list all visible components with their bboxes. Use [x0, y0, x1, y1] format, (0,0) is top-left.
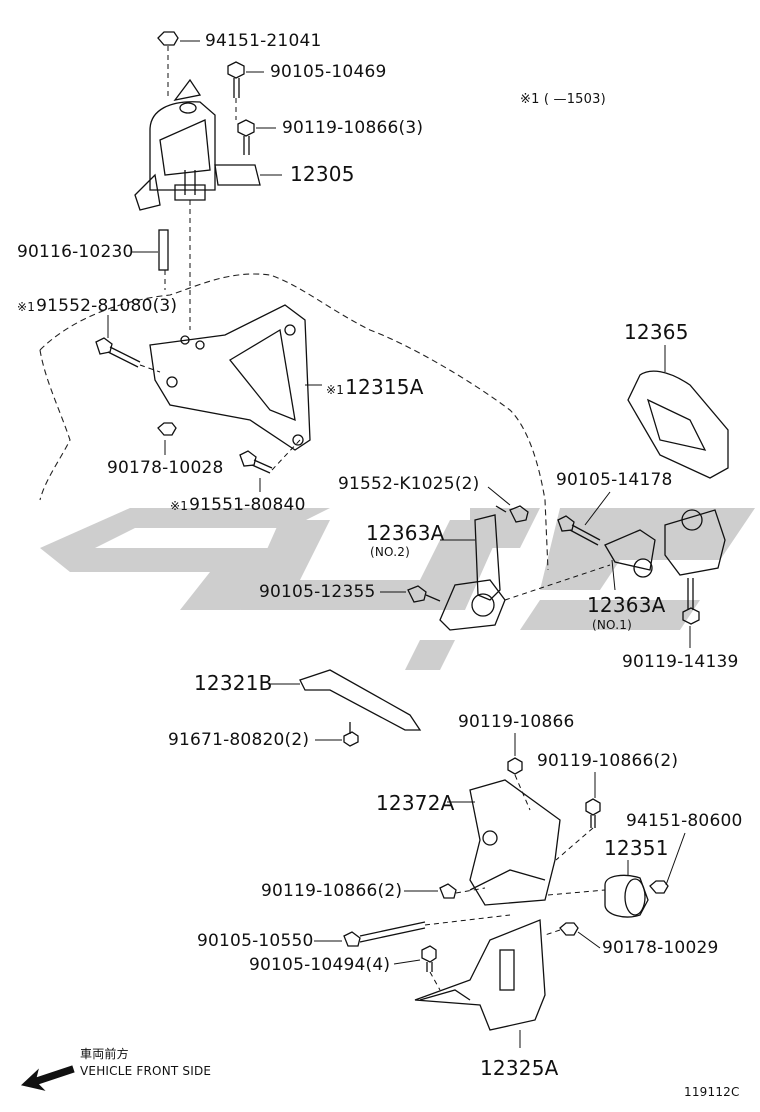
label-90105-14178: 90105-14178: [556, 470, 673, 490]
label-text: 91552-81080(3): [36, 296, 178, 316]
label-12363A-no2: 12363A: [366, 521, 445, 545]
label-94151-80600: 94151-80600: [626, 811, 743, 831]
alignment-dashes: [139, 46, 611, 991]
label-12321B: 12321B: [194, 671, 273, 695]
label-12305: 12305: [290, 162, 355, 186]
label-90105-10494-4: 90105-10494(4): [249, 955, 391, 975]
note-mark: ※1: [170, 499, 189, 513]
label-12315A: ※112315A: [326, 375, 424, 399]
vehicle-front-jp: 車両前方: [80, 1047, 129, 1061]
nut-90178-10029: [559, 922, 579, 936]
label-91552-81080-3: ※191552-81080(3): [17, 296, 177, 316]
label-no2: (NO.2): [370, 545, 410, 559]
nut-94151-80600: [649, 880, 669, 894]
label-text: 12315A: [345, 375, 424, 399]
bracket-12325A: [414, 919, 546, 1031]
bolt-91551-80840: [239, 450, 273, 474]
label-12365: 12365: [624, 320, 689, 344]
bracket-12372A: [469, 779, 561, 906]
bracket-12315A: [149, 304, 311, 451]
plate-12321B: [299, 669, 422, 731]
insulator-12351: [604, 874, 649, 918]
label-12363A-no1: 12363A: [587, 593, 666, 617]
label-90105-12355: 90105-12355: [259, 582, 376, 602]
label-91551-80840: ※191551-80840: [170, 495, 306, 515]
bolt-90105-10494-4: [421, 945, 437, 972]
bolt-90105-10469: [227, 61, 245, 98]
cover-12365: [627, 370, 729, 479]
label-90119-10866: 90119-10866: [458, 712, 575, 732]
vehicle-front-arrow-icon: [20, 1065, 75, 1091]
note-mark: ※1: [17, 300, 36, 314]
vehicle-front-label: VEHICLE FRONT SIDE: [80, 1064, 212, 1078]
watermark-logo: [40, 508, 755, 670]
label-94151-21041: 94151-21041: [205, 31, 322, 51]
label-90105-10550: 90105-10550: [197, 931, 314, 951]
note-1503: ※1 ( —1503): [520, 92, 606, 107]
label-90116-10230: 90116-10230: [17, 242, 134, 262]
note-mark: ※1: [326, 383, 345, 397]
label-91671-80820-2: 91671-80820(2): [168, 730, 310, 750]
nut-90178-10028: [157, 422, 177, 436]
engine-outline: [39, 273, 549, 571]
label-no1: (NO.1): [592, 618, 632, 632]
mount-12363A-no1: [604, 509, 726, 578]
bolt-91552-81080-3: [95, 337, 141, 368]
bolt-90119-10866-2a: [585, 798, 601, 828]
label-90119-10866-3: 90119-10866(3): [282, 118, 424, 138]
engine-mount-12305: [134, 78, 261, 211]
bolt-90105-12355: [407, 585, 441, 603]
bolt-90119-10866-3: [237, 119, 255, 155]
label-90178-10029: 90178-10029: [602, 938, 719, 958]
bolt-90105-14178: [557, 515, 601, 546]
label-text: 91551-80840: [189, 495, 306, 515]
label-12325A: 12325A: [480, 1056, 559, 1080]
bolt-91552-K1025-2: [495, 505, 529, 523]
figure-id: 119112C: [684, 1085, 740, 1099]
label-90119-10866-2b: 90119-10866(2): [261, 881, 403, 901]
bolt-90119-14139: [682, 578, 700, 625]
label-12351: 12351: [604, 836, 669, 860]
label-90178-10028: 90178-10028: [107, 458, 224, 478]
nut-94151-21041: [157, 31, 179, 46]
label-90119-14139: 90119-14139: [622, 652, 739, 672]
label-12372A: 12372A: [376, 791, 455, 815]
bolt-90119-10866-top: [507, 757, 523, 775]
label-90105-10469: 90105-10469: [270, 62, 387, 82]
bolt-91671-80820-2: [343, 722, 359, 747]
bolt-90119-10866-2b: [439, 883, 457, 899]
bolt-90105-10550: [343, 921, 426, 947]
stud-90116-10230: [158, 229, 169, 271]
label-91552-K1025-2: 91552-K1025(2): [338, 474, 480, 494]
label-90119-10866-2a: 90119-10866(2): [537, 751, 679, 771]
leader-lines: [107, 40, 691, 1048]
